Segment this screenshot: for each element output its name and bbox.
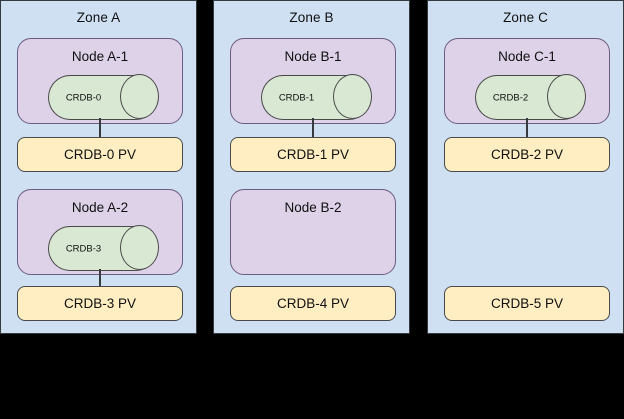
pv-box[interactable]: CRDB-5 PV xyxy=(444,286,610,321)
node-label: Node B-1 xyxy=(284,49,342,64)
cylinder-label: CRDB-2 xyxy=(492,92,529,103)
pv-label: CRDB-0 PV xyxy=(63,147,136,162)
node-label: Node C-1 xyxy=(498,49,556,64)
crdb-cylinder[interactable]: CRDB-0 xyxy=(48,74,159,120)
cylinder-label: CRDB-3 xyxy=(65,243,102,254)
node-to-pv-connector xyxy=(99,269,101,286)
node-label: Node B-2 xyxy=(284,200,342,215)
cylinder-label: CRDB-1 xyxy=(278,92,315,103)
node-label: Node A-2 xyxy=(71,200,129,215)
cylinder-cap-icon xyxy=(333,74,372,119)
zone-title: Zone B xyxy=(289,10,334,25)
cylinder-cap-icon xyxy=(547,74,586,119)
crdb-cylinder[interactable]: CRDB-3 xyxy=(48,225,159,271)
pv-label: CRDB-5 PV xyxy=(490,296,563,311)
cylinder-cap-icon xyxy=(120,74,159,119)
pv-label: CRDB-4 PV xyxy=(276,296,349,311)
cylinder-cap-icon xyxy=(120,225,159,270)
crdb-cylinder[interactable]: CRDB-1 xyxy=(261,74,372,120)
node-box[interactable]: Node B-2 xyxy=(230,189,396,275)
cylinder-label: CRDB-0 xyxy=(65,92,102,103)
zone-title: Zone C xyxy=(503,10,548,25)
pv-box[interactable]: CRDB-3 PV xyxy=(17,286,183,321)
pv-box[interactable]: CRDB-1 PV xyxy=(230,137,396,172)
pv-label: CRDB-2 PV xyxy=(490,147,563,162)
node-to-pv-connector xyxy=(99,118,101,137)
zone-title: Zone A xyxy=(76,10,121,25)
pv-label: CRDB-1 PV xyxy=(276,147,349,162)
pv-label: CRDB-3 PV xyxy=(63,296,136,311)
pv-box[interactable]: CRDB-4 PV xyxy=(230,286,396,321)
node-to-pv-connector xyxy=(526,118,528,137)
crdb-cylinder[interactable]: CRDB-2 xyxy=(475,74,586,120)
pv-box[interactable]: CRDB-0 PV xyxy=(17,137,183,172)
node-label: Node A-1 xyxy=(71,49,129,64)
node-to-pv-connector xyxy=(312,118,314,137)
pv-box[interactable]: CRDB-2 PV xyxy=(444,137,610,172)
